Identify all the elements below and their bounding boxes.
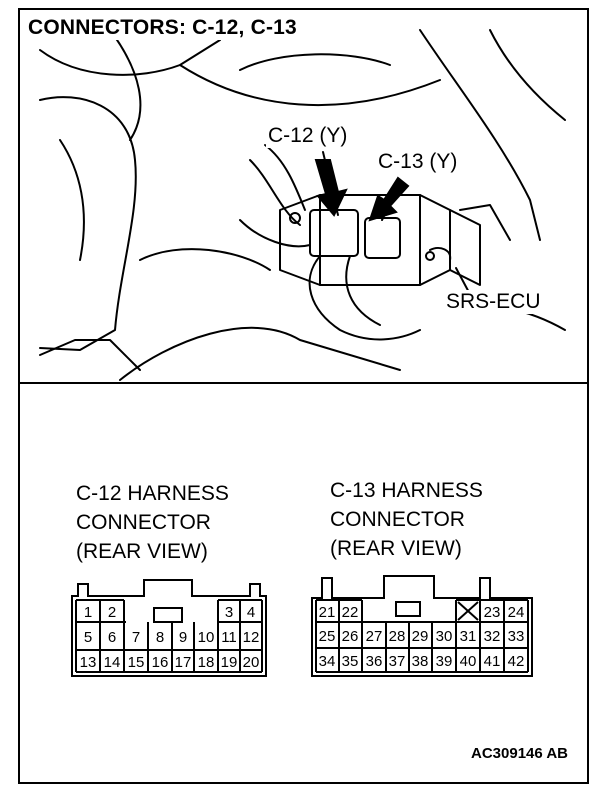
c13-pin: 25 [319, 628, 336, 645]
c12-pin: 15 [128, 654, 145, 671]
c12-pin: 19 [221, 654, 238, 671]
c13-connector-diagram: 21 22 23 24 25 26 27 28 29 30 31 32 33 3… [311, 575, 533, 677]
c13-pin: 42 [508, 653, 525, 670]
c13-pin: 38 [412, 653, 429, 670]
c13-pin: 32 [484, 628, 501, 645]
c12-pin: 7 [132, 629, 140, 646]
c13-pin: 27 [366, 628, 383, 645]
c13-pin: 37 [389, 653, 406, 670]
c13-pin: 21 [319, 604, 336, 621]
c12-caption: C-12 HARNESS CONNECTOR (REAR VIEW) [76, 479, 229, 566]
c13-pin: 33 [508, 628, 525, 645]
c13-pin: 34 [319, 653, 336, 670]
c12-callout-label: C-12 (Y) [266, 124, 350, 148]
c13-caption-line: (REAR VIEW) [330, 537, 462, 560]
srs-ecu-callout-label: SRS-ECU [444, 290, 543, 314]
c13-pin: 35 [342, 653, 359, 670]
c12-pin: 6 [108, 629, 116, 646]
c13-pin: 31 [460, 628, 477, 645]
c13-pin: 24 [508, 604, 525, 621]
c13-caption-line: C-13 HARNESS [330, 479, 483, 502]
c13-pin: 39 [436, 653, 453, 670]
c12-pin: 16 [152, 654, 169, 671]
c12-pin: 5 [84, 629, 92, 646]
c12-pin: 20 [243, 654, 260, 671]
c12-caption-line: CONNECTOR [76, 511, 211, 534]
page-title: CONNECTORS: C-12, C-13 [26, 16, 301, 40]
c12-pin: 13 [80, 654, 97, 671]
c13-pin: 40 [460, 653, 477, 670]
figure-frame [18, 8, 589, 784]
section-divider [18, 382, 589, 384]
c12-pin: 1 [84, 604, 92, 621]
c13-caption: C-13 HARNESS CONNECTOR (REAR VIEW) [330, 476, 483, 563]
c12-connector-diagram: 1 2 3 4 5 6 7 8 9 10 11 12 13 14 15 16 1… [71, 579, 267, 677]
c13-arrow [368, 176, 410, 222]
document-id: AC309146 AB [471, 745, 568, 762]
c12-caption-line: (REAR VIEW) [76, 540, 208, 563]
c12-pin: 2 [108, 604, 116, 621]
c12-pin: 9 [179, 629, 187, 646]
c12-pin: 10 [198, 629, 215, 646]
c13-pin: 29 [412, 628, 429, 645]
c12-pin: 18 [198, 654, 215, 671]
c13-pin: 23 [484, 604, 501, 621]
c13-pin: 41 [484, 653, 501, 670]
c13-pin: 26 [342, 628, 359, 645]
c12-pin: 8 [156, 629, 164, 646]
ecu-location-illustration [39, 29, 566, 381]
c12-arrow [314, 159, 348, 217]
c12-pin: 11 [221, 629, 237, 646]
c12-caption-line: C-12 HARNESS [76, 482, 229, 505]
c12-pin: 3 [225, 604, 233, 621]
c12-pin: 4 [247, 604, 255, 621]
c13-caption-line: CONNECTOR [330, 508, 465, 531]
c13-callout-label: C-13 (Y) [376, 150, 460, 174]
c13-pin: 22 [342, 604, 359, 621]
c13-pin: 30 [436, 628, 453, 645]
c12-pin: 12 [243, 629, 260, 646]
c13-pin: 28 [389, 628, 406, 645]
c12-pin: 14 [104, 654, 121, 671]
c12-pin: 17 [175, 654, 192, 671]
c13-pin: 36 [366, 653, 383, 670]
